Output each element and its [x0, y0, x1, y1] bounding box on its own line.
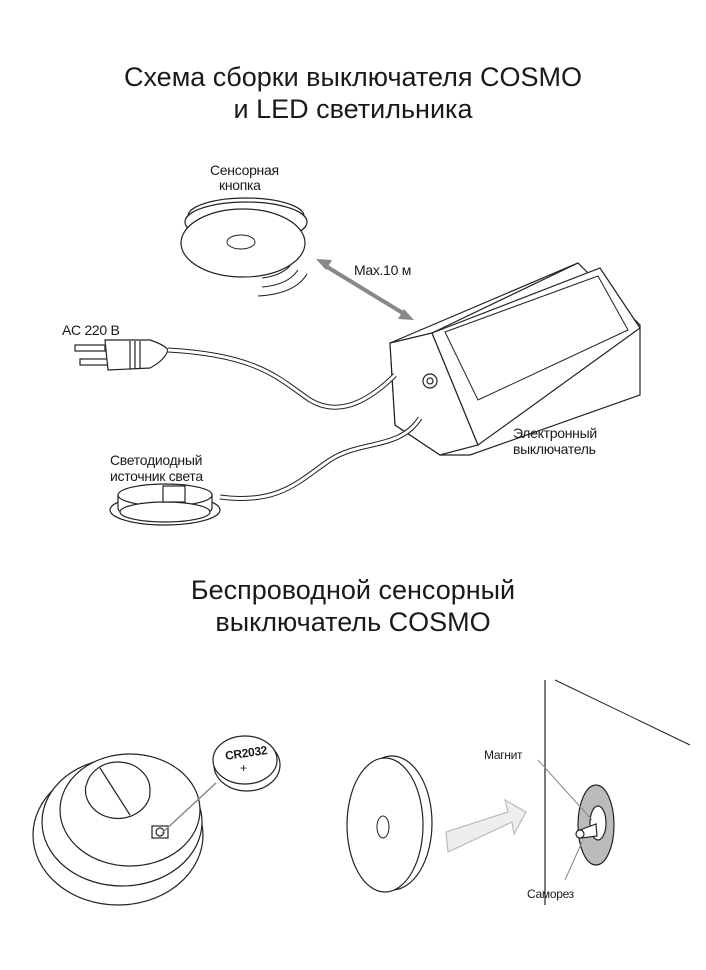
battery-arrow — [161, 782, 217, 834]
distance-arrow — [316, 259, 414, 320]
label-max-distance: Max.10 м — [354, 262, 412, 278]
label-led: Светодиодный — [110, 452, 203, 468]
label-switch-2: выключатель — [513, 441, 596, 457]
label-sensor-button-2: кнопка — [219, 177, 261, 193]
switch-front-illustration — [346, 755, 433, 893]
label-magnet: Магнит — [484, 748, 523, 762]
switch-back-illustration — [32, 753, 204, 906]
label-power: AC 220 В — [62, 322, 120, 338]
label-sensor-button: Сенсорная — [210, 162, 279, 178]
label-battery-sign: + — [240, 761, 247, 775]
label-screw: Саморез — [527, 887, 574, 901]
magnet-illustration — [575, 784, 615, 866]
screw-pointer — [564, 841, 583, 881]
mounting-arrow — [445, 798, 527, 853]
led-light-illustration — [109, 483, 221, 526]
diagram1-title-line2: и LED светильника — [233, 94, 473, 124]
signal-waves-icon — [257, 265, 308, 297]
label-led-2: источник света — [110, 468, 203, 484]
led-cable — [219, 416, 423, 501]
sensor-button-illustration — [180, 197, 308, 278]
power-plug-illustration — [74, 339, 169, 371]
battery-illustration — [212, 735, 281, 792]
magnet-pointer — [537, 759, 593, 821]
diagram2-title-line2: выключатель COSMO — [215, 607, 491, 637]
label-switch: Электронный — [513, 425, 597, 441]
diagram1-title-line1: Схема сборки выключателя COSMO — [123, 62, 582, 92]
diagram2-title-line1: Беспроводной сенсорный — [190, 575, 516, 605]
